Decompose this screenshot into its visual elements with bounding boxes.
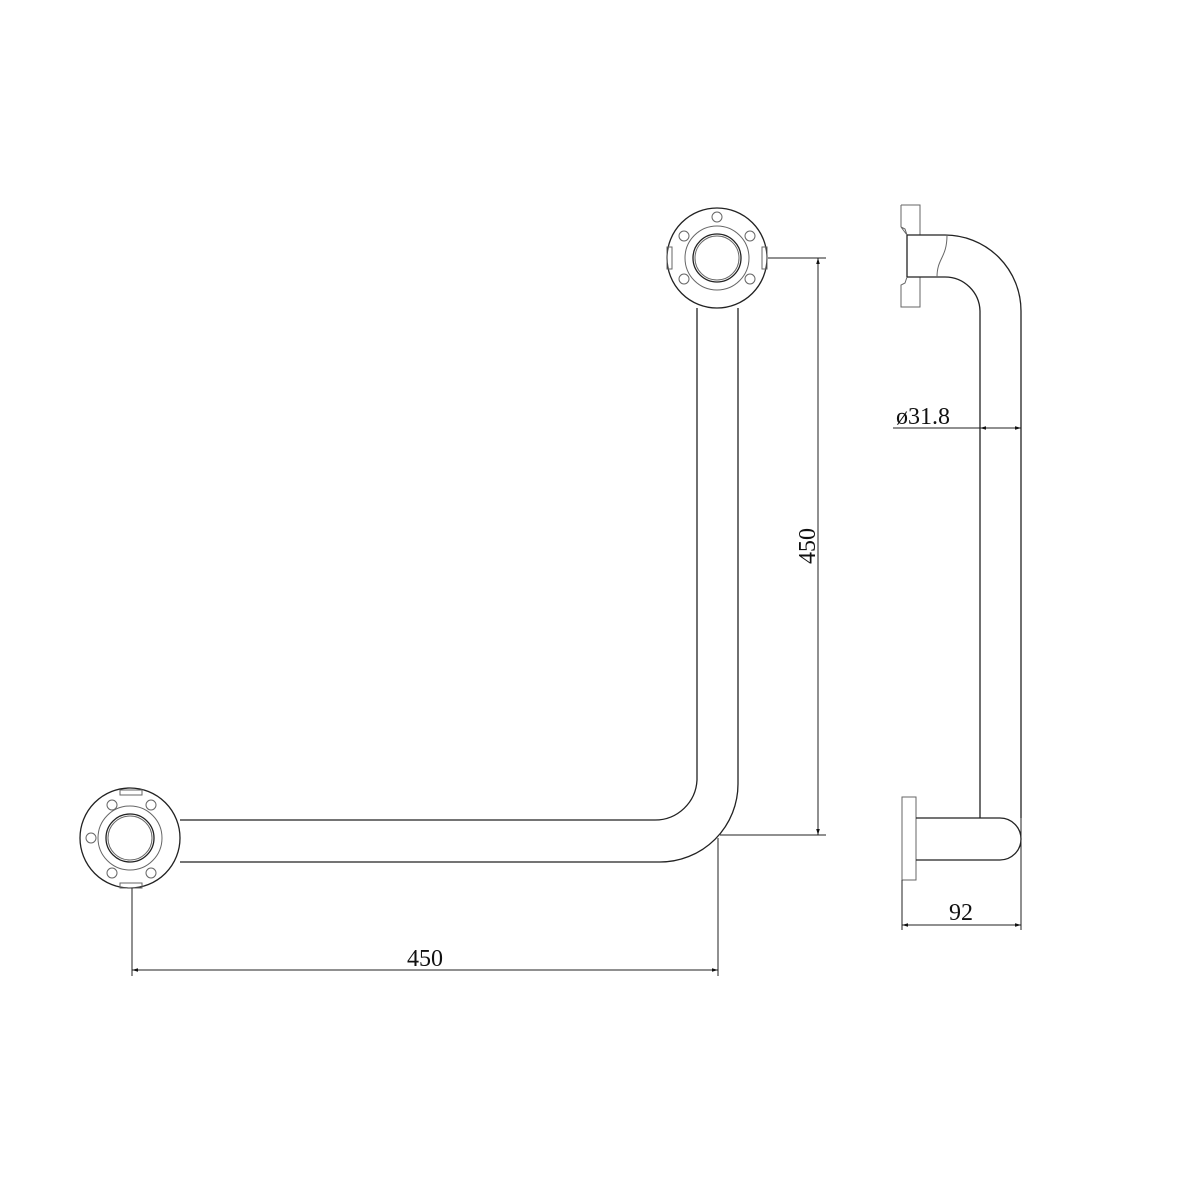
diameter-dimension-label: ø31.8 [896,404,950,430]
horizontal-dimension-label: 450 [407,946,443,972]
side-bottom-flange [901,796,1022,881]
side-tube [907,234,1022,818]
side-view: ø31.8 92 [893,204,1022,930]
projection-dimension-label: 92 [949,900,973,926]
vertical-dimension: 450 [720,257,826,836]
top-flange [666,207,768,309]
diameter-dimension: ø31.8 [893,404,1021,430]
vertical-dimension-label: 450 [795,528,821,564]
bottom-flange [79,787,181,889]
horizontal-dimension: 450 [131,838,719,976]
grab-bar-tube [180,308,739,863]
side-top-flange [900,204,921,308]
projection-dimension: 92 [901,818,1022,930]
front-view: 450 450 [79,207,826,976]
